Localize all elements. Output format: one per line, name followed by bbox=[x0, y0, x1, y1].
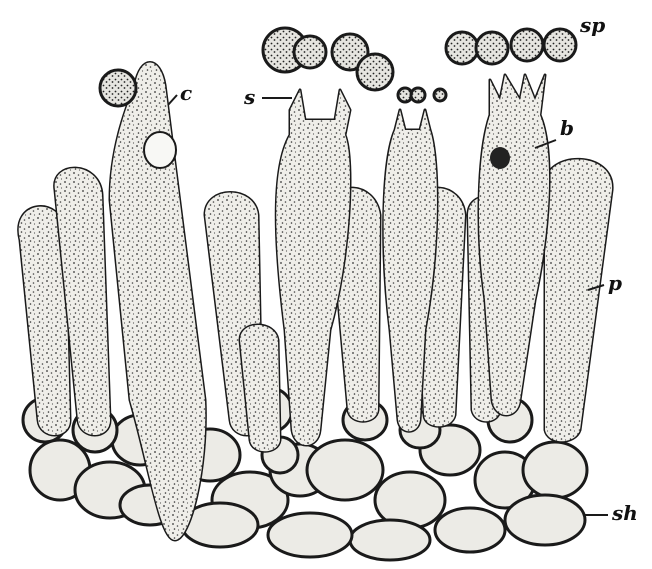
label-c: c bbox=[180, 81, 192, 105]
label-b: b bbox=[560, 116, 574, 140]
basidium-s bbox=[276, 90, 350, 445]
label-sh: sh bbox=[611, 501, 638, 525]
basidium-b bbox=[479, 75, 549, 415]
label-s: s bbox=[243, 85, 255, 109]
label-p: p bbox=[608, 271, 622, 295]
label-sp: sp bbox=[579, 13, 605, 37]
